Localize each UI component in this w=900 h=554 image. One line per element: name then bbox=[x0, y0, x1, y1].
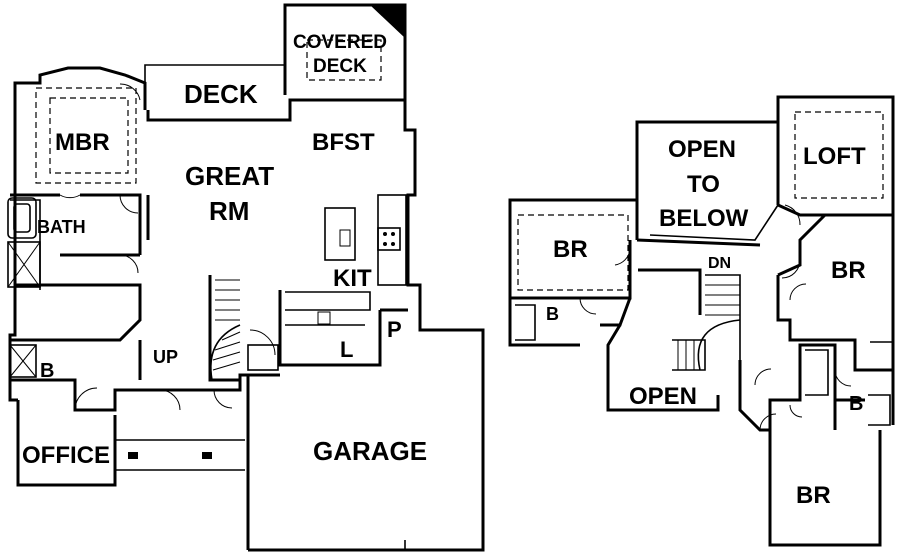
br-bottom-walls bbox=[738, 343, 891, 547]
br-left-walls bbox=[508, 198, 720, 412]
upper-stair bbox=[638, 268, 741, 371]
label-mbr: MBR bbox=[55, 129, 110, 156]
main-exterior-walls bbox=[8, 66, 485, 552]
main-interior-walls bbox=[7, 193, 150, 380]
label-covered-deck-1: COVERED bbox=[293, 32, 387, 53]
room-labels: COVERED DECK DECK MBR BATH GREAT RM BFST… bbox=[22, 32, 866, 509]
covered-deck-outline bbox=[283, 3, 407, 100]
label-great-rm-2: RM bbox=[209, 196, 249, 226]
garage-walls bbox=[248, 373, 406, 550]
label-bath: BATH bbox=[37, 217, 86, 237]
label-bath-upper-left: B bbox=[546, 304, 559, 324]
main-floor bbox=[7, 3, 485, 552]
label-open-below-1: OPEN bbox=[668, 136, 736, 163]
label-bfst: BFST bbox=[312, 129, 375, 156]
mbr-ceiling bbox=[49, 97, 129, 174]
label-dn: DN bbox=[708, 255, 731, 272]
main-door-swings bbox=[59, 83, 276, 411]
label-laundry: L bbox=[340, 337, 353, 362]
label-loft: LOFT bbox=[803, 143, 866, 170]
label-deck: DECK bbox=[184, 79, 258, 109]
label-pantry: P bbox=[387, 317, 402, 342]
label-bath-main-small: B bbox=[40, 360, 54, 382]
br-right-walls bbox=[776, 213, 894, 372]
label-covered-deck-2: DECK bbox=[313, 56, 367, 77]
upper-floor bbox=[508, 95, 895, 547]
main-stair bbox=[208, 275, 279, 382]
label-bath-upper-right: B bbox=[849, 393, 863, 415]
kitchen bbox=[278, 194, 408, 367]
loft-walls bbox=[776, 95, 895, 425]
label-kit: KIT bbox=[333, 265, 372, 292]
label-up: UP bbox=[153, 347, 178, 367]
label-office: OFFICE bbox=[22, 442, 110, 469]
label-open-stair: OPEN bbox=[629, 383, 697, 410]
label-open-below-2: TO bbox=[687, 171, 720, 198]
deck-outline bbox=[144, 64, 285, 85]
label-garage: GARAGE bbox=[313, 436, 427, 466]
label-great-rm-1: GREAT bbox=[185, 161, 274, 191]
upper-door-swings bbox=[579, 204, 852, 431]
label-br-left: BR bbox=[553, 236, 588, 263]
label-open-below-3: BELOW bbox=[659, 205, 749, 232]
label-br-bottom: BR bbox=[796, 482, 831, 509]
label-br-right: BR bbox=[831, 257, 866, 284]
office-walls bbox=[16, 400, 245, 487]
